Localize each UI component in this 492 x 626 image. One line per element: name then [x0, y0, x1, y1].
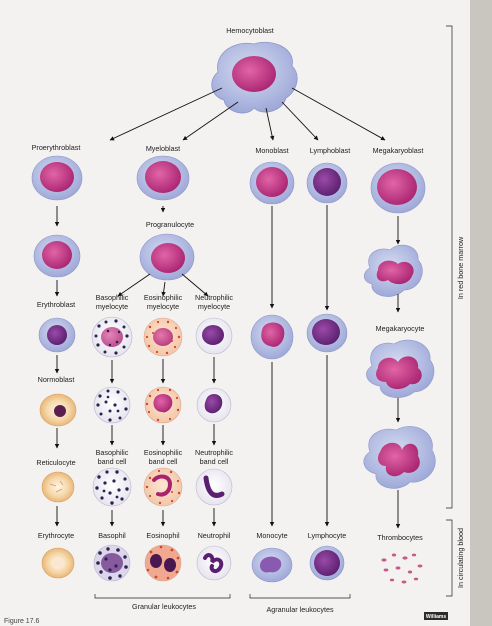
- label-megakaryocyte: Megakaryocyte: [376, 324, 425, 333]
- label-basophilic-myelocyte-1: Basophilic: [96, 293, 129, 302]
- cell-megakaryoblast-2: [363, 244, 423, 297]
- label-monocyte: Monocyte: [256, 531, 287, 540]
- cell-progranulocyte: [139, 233, 195, 281]
- cell-megakaryocyte: [366, 339, 435, 398]
- arrows-from-stem: [109, 87, 386, 141]
- label-eosinophilic-band-2: band cell: [149, 457, 178, 466]
- credit-text: Williams: [426, 614, 446, 620]
- cell-erythroid-precursor: [33, 234, 81, 278]
- arrows-row2: [54, 206, 401, 245]
- label-basophilic-band-2: band cell: [98, 457, 127, 466]
- arrows-row4: [54, 355, 401, 423]
- bracket-circulating-blood: [446, 519, 453, 597]
- label-reticulocyte: Reticulocyte: [36, 458, 75, 467]
- cell-neutrophilic-myelocyte: [195, 317, 233, 355]
- cell-eosinophil: [144, 544, 182, 582]
- cell-neutrophilic-band: [195, 468, 233, 506]
- cell-erythroblast: [38, 317, 76, 353]
- label-neutrophilic-myelocyte-2: myelocyte: [198, 302, 230, 311]
- label-neutrophilic-myelocyte-1: Neutrophilic: [195, 293, 233, 302]
- cell-lymphocyte-precursor: [306, 313, 348, 353]
- label-megakaryoblast: Megakaryoblast: [373, 146, 424, 155]
- cells-thrombocytes: [381, 553, 423, 584]
- label-progranulocyte: Progranulocyte: [146, 220, 194, 229]
- cell-monoblast-2: [250, 314, 294, 360]
- label-eosinophil: Eosinophil: [146, 531, 180, 540]
- bracket-granular: [94, 594, 231, 599]
- label-basophilic-band-1: Basophilic: [96, 448, 129, 457]
- label-in-red-bone-marrow: In red bone marrow: [456, 236, 465, 299]
- cell-reticulocyte: [41, 471, 75, 503]
- arrows-row6: [54, 355, 401, 529]
- cell-hemocytoblast: [211, 41, 298, 114]
- bracket-red-bone-marrow: [446, 25, 453, 509]
- cell-basophilic-myelocyte: [91, 316, 133, 358]
- cell-myeloblast: [136, 155, 190, 201]
- cell-basophil: [93, 544, 131, 582]
- page-edge-shadow: [470, 0, 492, 626]
- label-lymphoblast: Lymphoblast: [310, 146, 351, 155]
- label-neutrophil: Neutrophil: [198, 531, 231, 540]
- label-neutrophilic-band-1: Neutrophilic: [195, 448, 233, 457]
- cell-megakaryocyte-mature: [363, 426, 436, 489]
- cell-basophilic-band: [92, 467, 132, 507]
- bracket-agranular: [249, 594, 351, 599]
- arrows-row3: [54, 205, 401, 313]
- cell-normoblast: [39, 393, 77, 427]
- label-basophilic-myelocyte-2: myelocyte: [96, 302, 128, 311]
- label-in-circulating-blood: In circulating blood: [456, 528, 465, 588]
- cell-lymphocyte: [309, 545, 345, 581]
- cell-eosinophilic-band: [143, 467, 183, 507]
- figure-caption: Figure 17.6: [4, 618, 40, 625]
- label-thrombocytes: Thrombocytes: [377, 533, 423, 542]
- cell-proerythroblast: [31, 155, 83, 201]
- cell-megakaryoblast: [370, 162, 426, 214]
- label-basophil: Basophil: [98, 531, 126, 540]
- cell-neutrophil: [196, 545, 232, 581]
- cell-monoblast: [249, 161, 295, 205]
- credit-box: [424, 612, 448, 620]
- label-erythroblast: Erythroblast: [37, 300, 75, 309]
- cell-eosinophilic-metamyelocyte: [144, 386, 182, 424]
- label-granular-leukocytes: Granular leukocytes: [132, 602, 196, 611]
- label-myeloblast: Myeloblast: [146, 144, 180, 153]
- label-erythrocyte: Erythrocyte: [38, 531, 74, 540]
- label-neutrophilic-band-2: band cell: [200, 457, 229, 466]
- label-eosinophilic-myelocyte-1: Eosinophilic: [144, 293, 183, 302]
- label-eosinophilic-myelocyte-2: myelocyte: [147, 302, 179, 311]
- label-eosinophilic-band-1: Eosinophilic: [144, 448, 183, 457]
- cell-erythrocyte: [41, 547, 75, 579]
- label-proerythroblast: Proerythroblast: [32, 143, 81, 152]
- label-hemocytoblast: Hemocytoblast: [226, 26, 274, 35]
- cell-eosinophilic-myelocyte: [143, 317, 183, 357]
- cell-monocyte: [251, 547, 293, 583]
- label-agranular-leukocytes: Agranular leukocytes: [266, 605, 334, 614]
- cell-basophilic-metamyelocyte: [93, 386, 131, 424]
- arrows-row5: [54, 424, 217, 449]
- label-normoblast: Normoblast: [38, 375, 75, 384]
- cell-neutrophilic-metamyelocyte: [196, 387, 232, 423]
- label-lymphocyte: Lymphocyte: [308, 531, 347, 540]
- cell-lymphoblast: [306, 162, 348, 204]
- label-monoblast: Monoblast: [255, 146, 288, 155]
